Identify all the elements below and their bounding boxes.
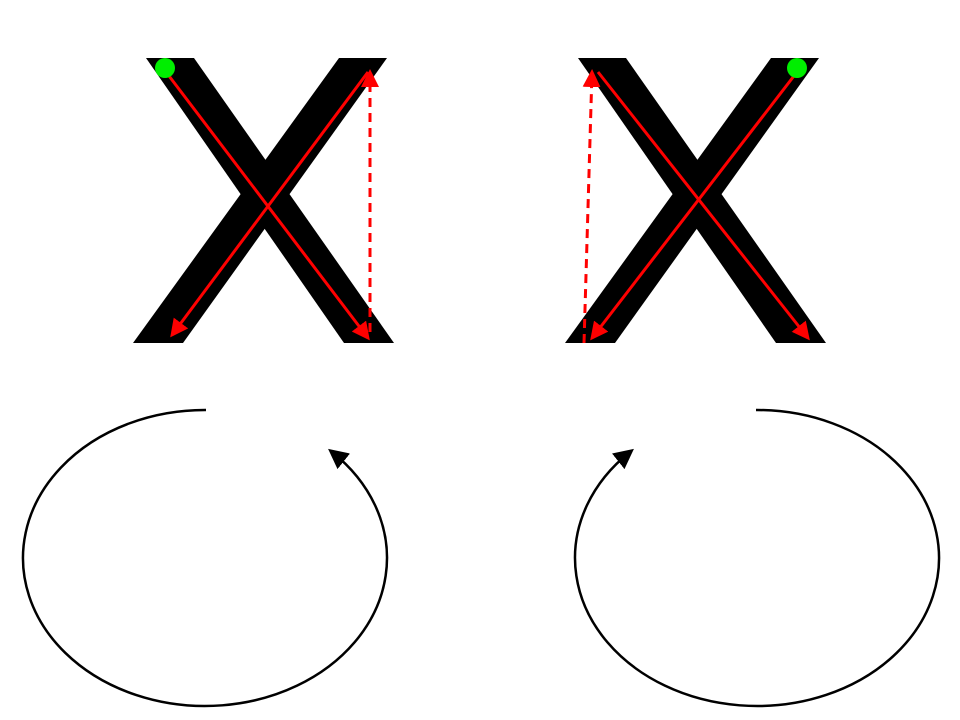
right-panel <box>565 58 941 708</box>
left-start-dot <box>155 58 175 78</box>
right-stroke-2-jump-arrow <box>582 69 601 344</box>
left-panel <box>21 58 394 708</box>
right-start-dot <box>787 58 807 78</box>
left-counterclockwise-arc-arrow <box>21 408 389 708</box>
right-stroke-1-arrow <box>590 71 799 341</box>
right-x-stroke-slash <box>565 58 819 343</box>
left-stroke-3-arrow <box>170 71 370 338</box>
right-clockwise-arc-arrow <box>573 408 941 708</box>
left-stroke-1-arrow <box>164 71 370 341</box>
right-letter-x <box>565 58 826 343</box>
right-stroke-3-arrow <box>596 71 810 341</box>
